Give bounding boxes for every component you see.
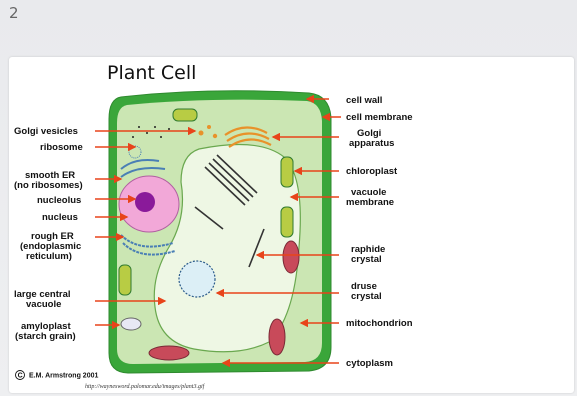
- druse-crystal: [179, 261, 215, 297]
- amyloplast: [121, 318, 141, 330]
- label-golgi-apparatus: apparatus: [349, 138, 394, 149]
- label-chloroplast: chloroplast: [346, 166, 398, 177]
- label-rough-er-note-2: reticulum): [26, 251, 72, 262]
- label-druse-crystal: crystal: [351, 291, 382, 302]
- label-starch-grain: (starch grain): [15, 331, 76, 342]
- label-ribosome: ribosome: [40, 142, 83, 153]
- diagram-card: Plant Cell: [9, 57, 574, 393]
- credit-text: E.M. Armstrong 2001: [29, 373, 98, 380]
- label-cytoplasm: cytoplasm: [346, 358, 393, 369]
- diagram-title: Plant Cell: [107, 62, 196, 84]
- label-vacuole: vacuole: [26, 299, 61, 310]
- nucleolus: [135, 192, 155, 212]
- label-nucleus: nucleus: [42, 212, 78, 223]
- source-url[interactable]: http://waynesword.palomar.edu/images/pla…: [85, 383, 206, 390]
- label-nucleolus: nucleolus: [37, 195, 81, 206]
- label-cell-wall: cell wall: [346, 95, 382, 106]
- label-membrane: membrane: [346, 197, 394, 208]
- label-raphide-crystal: crystal: [351, 254, 382, 265]
- copyright-symbol: C: [18, 373, 23, 380]
- label-mitochondrion: mitochondrion: [346, 318, 413, 329]
- label-cell-membrane: cell membrane: [346, 112, 413, 123]
- label-golgi-vesicles: Golgi vesicles: [14, 126, 78, 137]
- plant-cell-diagram: Plant Cell: [9, 57, 574, 393]
- slide-number: 2: [9, 4, 19, 22]
- label-smooth-er-note: (no ribosomes): [14, 180, 83, 191]
